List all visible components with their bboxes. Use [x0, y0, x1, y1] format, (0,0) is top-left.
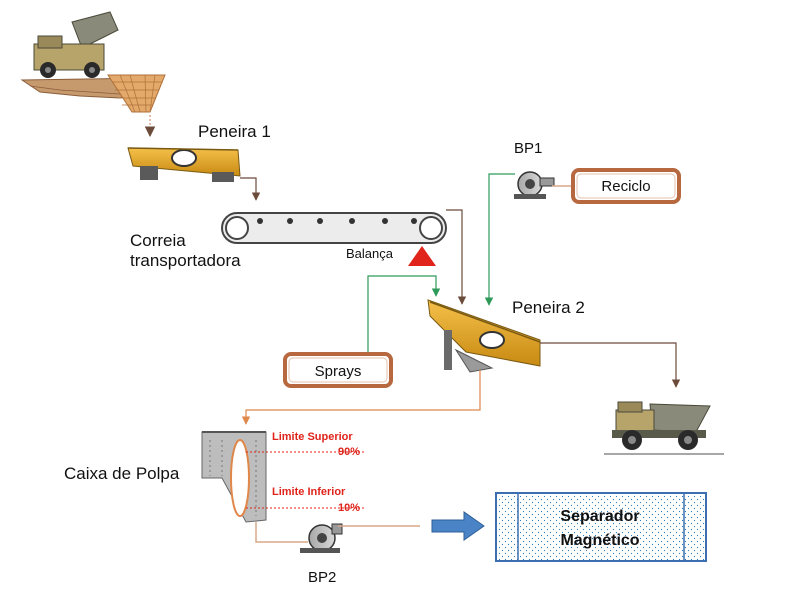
flow-peneira1-to-conveyor [240, 177, 261, 201]
conveyor-label-line1: Correia [130, 231, 186, 250]
separador-label-line2: Magnético [560, 532, 639, 549]
peneira2-screen-icon [427, 299, 541, 373]
flow-peneira2-to-caixa [241, 370, 481, 425]
bp1-label: BP1 [514, 140, 542, 157]
peneira1-screen-icon [127, 147, 241, 182]
conveyor-belt-icon [221, 212, 447, 244]
caixa-de-polpa-label: Caixa de Polpa [64, 464, 180, 483]
reciclo-box: Reciclo [571, 168, 681, 204]
flow-bp1-to-peneira2 [484, 173, 515, 306]
limite-superior-pct: 90% [338, 446, 360, 458]
balance-triangle-icon [408, 246, 436, 266]
pulp-box-icon [201, 431, 267, 523]
conveyor-label-line2: transportadora [130, 251, 241, 270]
separador-magnetico-box: Separador Magnético [495, 492, 707, 562]
peneira2-label: Peneira 2 [512, 298, 585, 317]
arrow-to-separador-icon [431, 511, 485, 541]
reciclo-label: Reciclo [601, 178, 650, 195]
peneira1-label: Peneira 1 [198, 122, 271, 141]
dump-truck-icon [604, 401, 724, 455]
bp1-pump-icon [514, 171, 555, 199]
dump-truck-hopper-icon [20, 11, 166, 113]
flow-caixa-to-bp2 [255, 522, 308, 543]
bp2-pump-icon [300, 523, 343, 553]
bp2-label: BP2 [308, 569, 336, 586]
limite-inferior-pct: 10% [338, 502, 360, 514]
balanca-label: Balança [346, 246, 394, 261]
sprays-label: Sprays [315, 363, 362, 380]
flow-sprays-to-peneira2 [367, 275, 441, 353]
sprays-box: Sprays [283, 352, 393, 388]
separador-label-line1: Separador [560, 508, 639, 525]
flow-conveyor-to-peneira2 [446, 209, 467, 305]
flow-peneira2-to-truck [540, 342, 681, 388]
limite-inferior-label: Limite Inferior [272, 486, 346, 498]
limite-superior-label: Limite Superior [272, 431, 353, 443]
